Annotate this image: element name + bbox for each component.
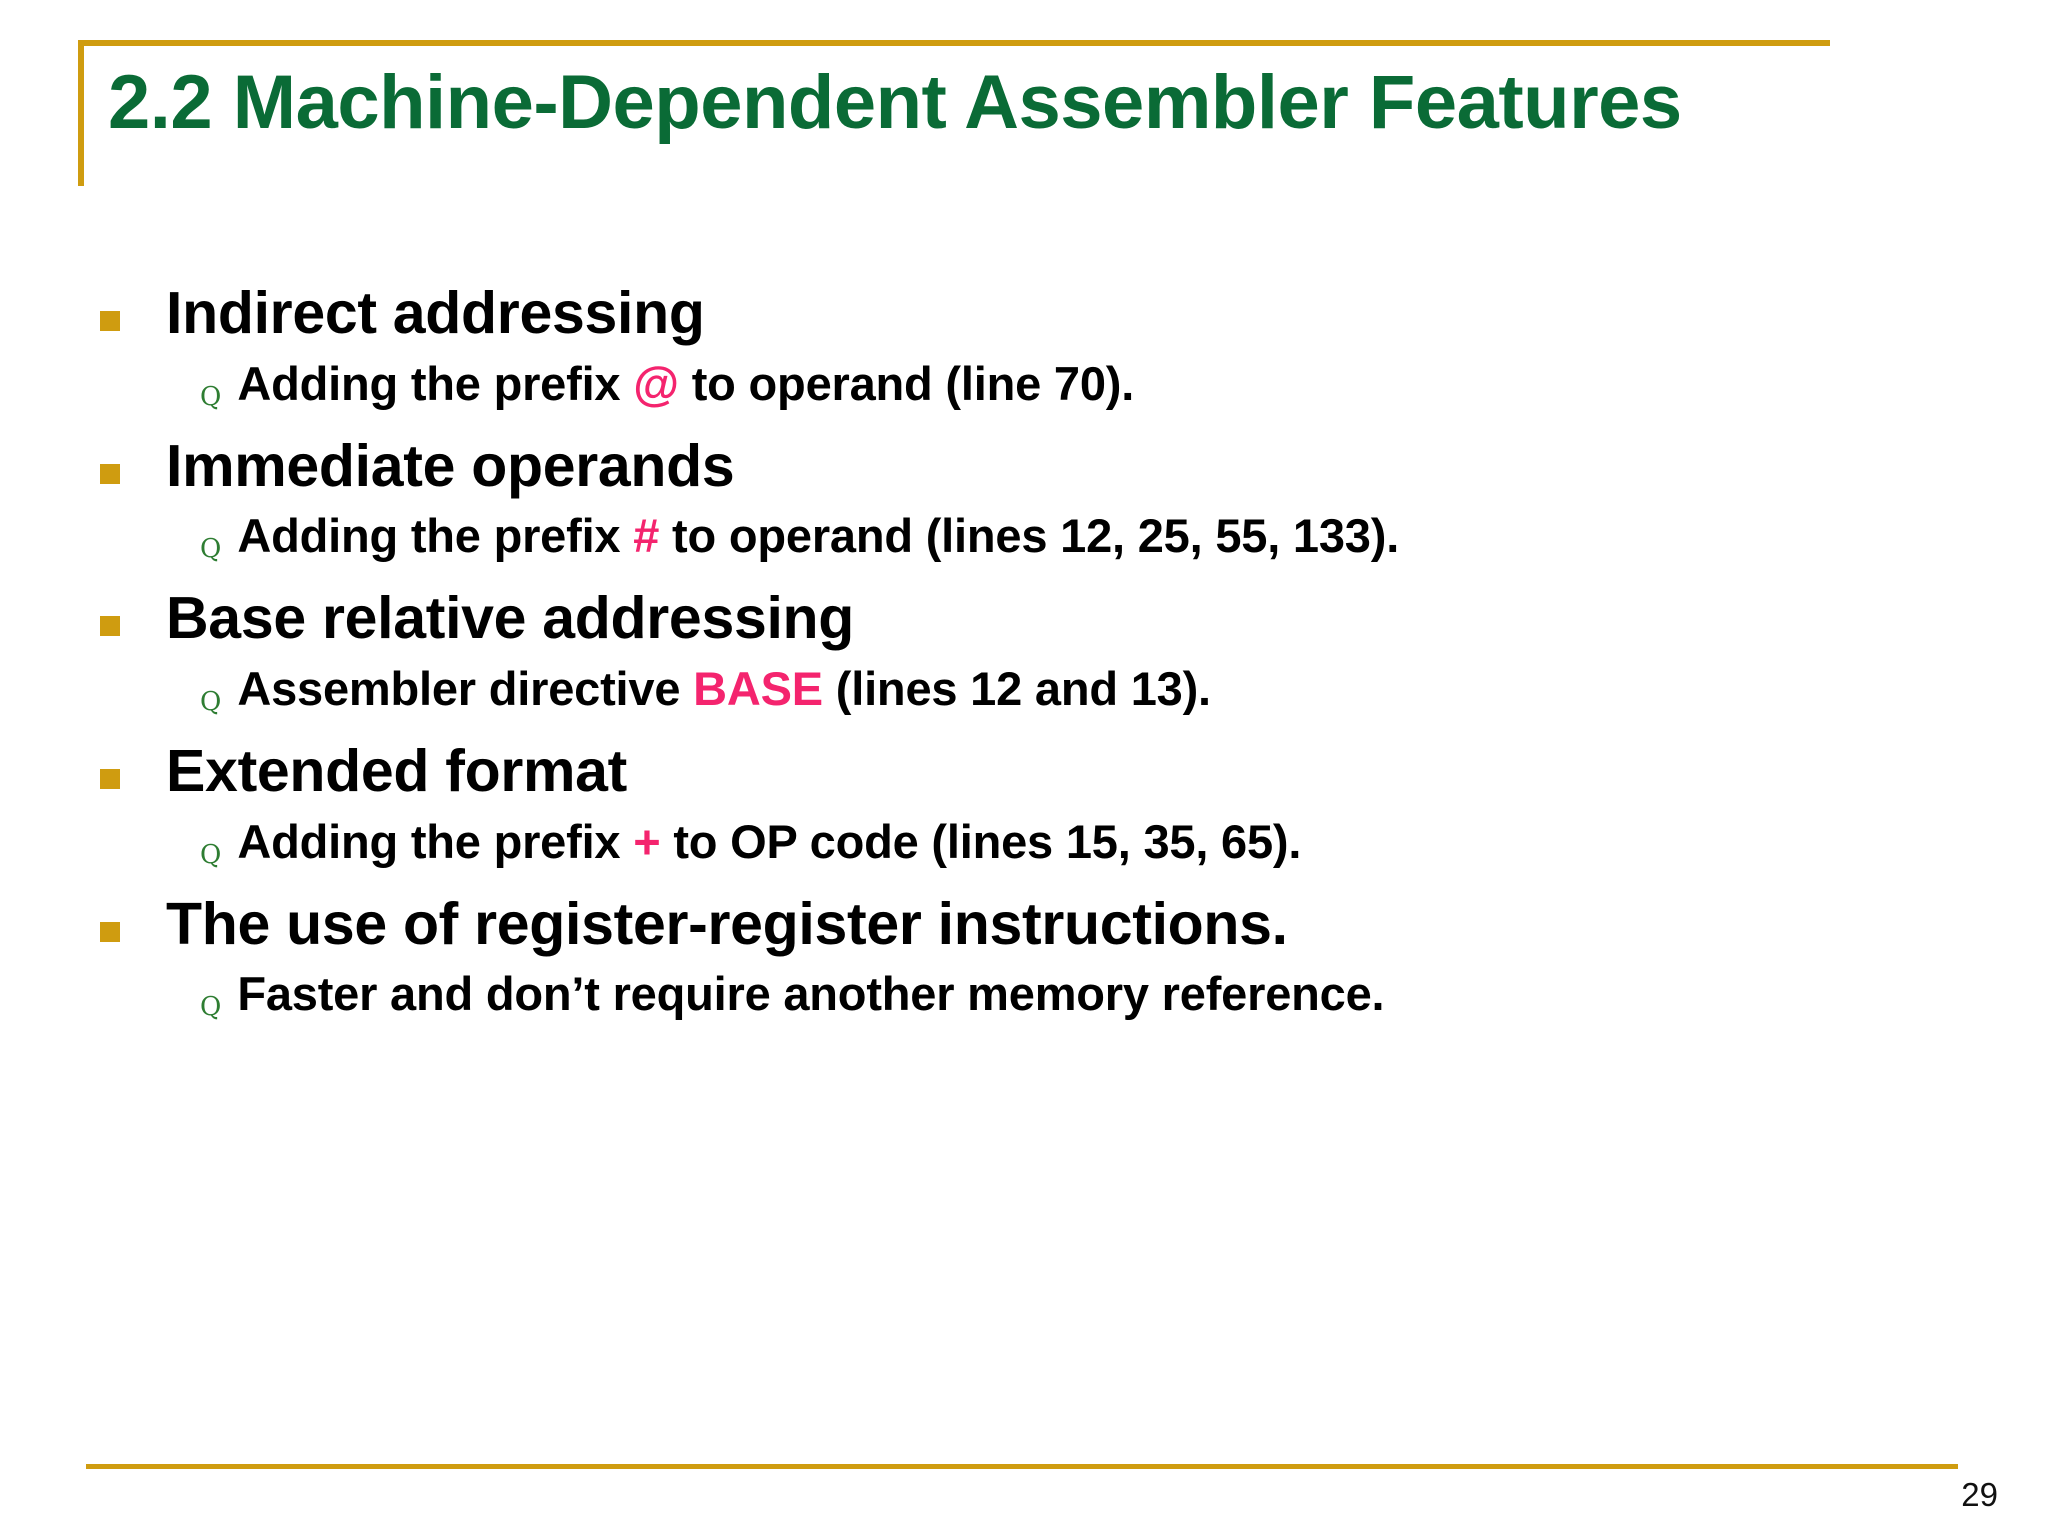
sub-bullet-label: Faster and don’t require another memory …: [237, 964, 1384, 1023]
text-run: to OP code (lines 15, 35, 65).: [660, 814, 1302, 868]
text-run: Adding the prefix: [237, 509, 634, 563]
text-run: Adding the prefix: [237, 356, 634, 410]
gold-square-bullet-icon: [100, 463, 120, 484]
sub-bullet-item: Q Faster and don’t require another memory…: [96, 964, 1976, 1023]
gold-square-bullet-icon: [100, 769, 120, 790]
q-glyph-bullet-icon: Q: [200, 381, 222, 412]
code-token: #: [633, 509, 660, 563]
bullet-label: Base relative addressing: [166, 585, 855, 652]
sub-bullet-item: Q Assembler directive BASE (lines 12 and …: [96, 659, 1976, 718]
gold-square-bullet-icon: [100, 616, 120, 637]
sub-bullet-label: Adding the prefix + to OP code (lines 15…: [237, 812, 1301, 871]
code-token: +: [633, 814, 661, 868]
text-run: Faster and don’t require another memory …: [237, 967, 1385, 1021]
footer-divider: [86, 1464, 1958, 1469]
gold-square-bullet-icon: [100, 311, 120, 331]
bullet-label: The use of register-register instruction…: [166, 890, 1288, 957]
sub-bullet-item: Q Adding the prefix + to OP code (lines 1…: [96, 812, 1976, 871]
page-number: 29: [1961, 1476, 1998, 1513]
q-glyph-bullet-icon: Q: [200, 839, 222, 870]
bullet-item: Base relative addressing: [96, 581, 1976, 657]
bullet-label: Immediate operands: [166, 432, 735, 499]
code-token: @: [633, 356, 679, 410]
bullet-item: Indirect addressing: [96, 276, 1976, 352]
text-run: Assembler directive: [237, 661, 694, 715]
sub-bullet-label: Assembler directive BASE (lines 12 and 1…: [237, 659, 1211, 718]
q-glyph-bullet-icon: Q: [200, 534, 222, 565]
sub-bullet-item: Q Adding the prefix @ to operand (line 70…: [96, 354, 1976, 413]
bullet-item: Immediate operands: [96, 429, 1976, 505]
bullet-label: Extended format: [166, 738, 628, 805]
text-run: to operand (lines 12, 25, 55, 133).: [659, 509, 1400, 563]
page-title: 2.2 Machine-Dependent Assembler Features: [108, 60, 1682, 145]
sub-bullet-label: Adding the prefix # to operand (lines 12…: [237, 506, 1399, 565]
sub-bullet-label: Adding the prefix @ to operand (line 70)…: [237, 354, 1134, 413]
bullet-label: Indirect addressing: [166, 280, 705, 346]
sub-bullet-item: Q Adding the prefix # to operand (lines 1…: [96, 506, 1976, 565]
text-run: (lines 12 and 13).: [822, 661, 1211, 715]
q-glyph-bullet-icon: Q: [200, 992, 222, 1023]
text-run: to operand (line 70).: [678, 356, 1135, 410]
title-decorative-frame: [78, 40, 1830, 186]
gold-square-bullet-icon: [100, 921, 120, 942]
code-token: BASE: [693, 661, 823, 715]
q-glyph-bullet-icon: Q: [200, 686, 222, 717]
bullet-item: The use of register-register instruction…: [96, 887, 1976, 963]
text-run: Adding the prefix: [237, 814, 634, 868]
bullet-item: Extended format: [96, 734, 1976, 810]
